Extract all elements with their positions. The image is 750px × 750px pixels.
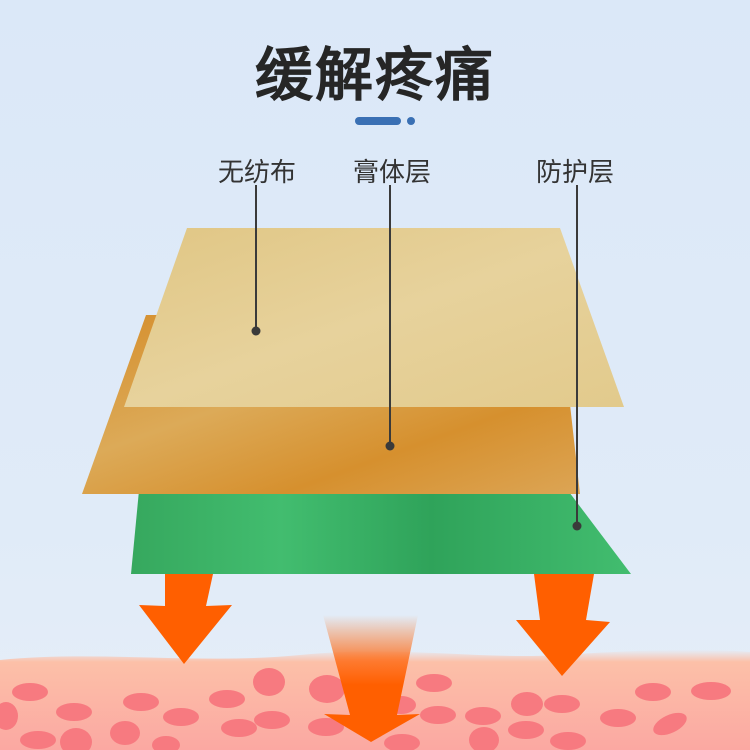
arrow-center [323,615,420,742]
leader-dot-paste [385,441,395,451]
leader-dot-protective [572,521,582,531]
page-title: 缓解疼痛 [254,41,495,109]
leader-dot-non-woven [251,326,261,336]
label-protective-layer: 防护层 [536,158,615,188]
skin-cells [0,668,731,750]
non-woven-fabric-layer [124,228,624,407]
label-non-woven-fabric: 无纺布 [218,158,297,188]
protective-layer [131,480,631,574]
label-paste-layer: 膏体层 [353,158,432,188]
title-divider-bar [355,117,401,125]
arrow-right [516,574,610,676]
leader-lines [255,185,578,526]
arrow-left [139,574,232,664]
title-divider-dot [407,117,415,125]
